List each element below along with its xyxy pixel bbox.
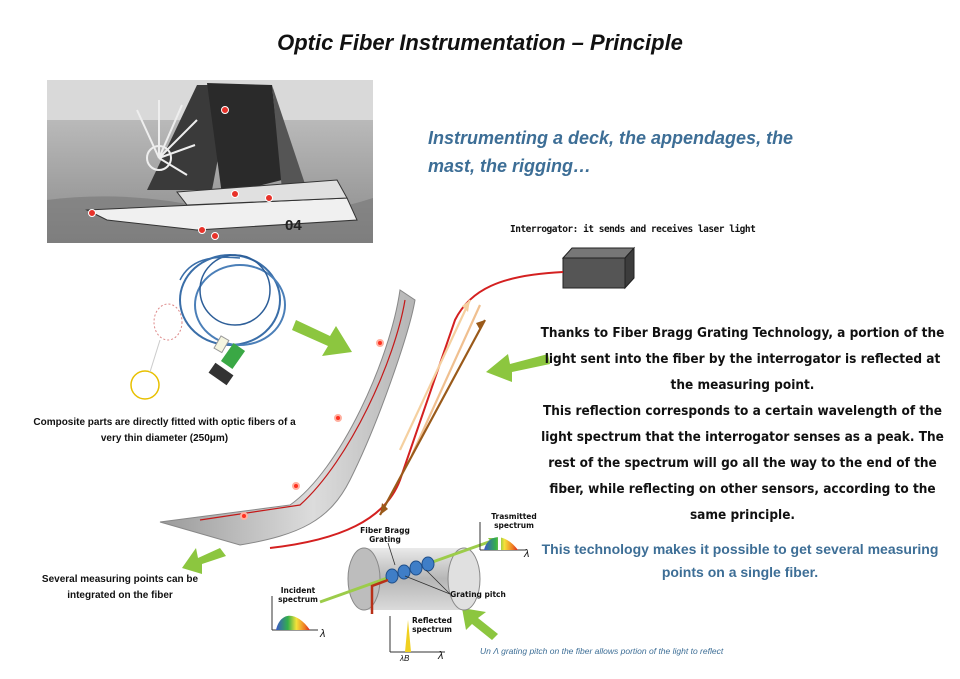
composite-part: [159, 289, 416, 546]
green-arrows: [182, 320, 550, 640]
interrogator-label: Interrogator: it sends and receives lase…: [510, 224, 756, 235]
composite-caption: Composite parts are directly fitted with…: [33, 417, 296, 444]
lambda-b-label: λB: [400, 654, 410, 663]
interrogator-box: [561, 246, 636, 290]
incident-spectrum-label: Incident spectrum: [278, 586, 318, 604]
explanation-paragraph-2: This reflection corresponds to a certain…: [541, 403, 944, 523]
lambda-label: λ: [320, 628, 326, 640]
fiber-coil: [130, 254, 286, 400]
fbg-illustration: [271, 522, 526, 653]
reflected-spectrum-label: Reflected spectrum: [412, 616, 452, 634]
page-title: Optic Fiber Instrumentation – Principle: [277, 30, 683, 55]
sail-number: 04: [285, 217, 302, 234]
technology-statement: This technology makes it possible to get…: [541, 541, 939, 580]
grating-footnote: Un Λ grating pitch on the fiber allows p…: [480, 646, 724, 656]
measuring-points-caption: Several measuring points can be integrat…: [41, 574, 199, 601]
boat-photo: 04: [47, 80, 373, 243]
lambda-transmitted-label: λ: [524, 548, 530, 560]
lambda-reflected-label: λ: [438, 650, 444, 662]
transmitted-spectrum-label: Trasmitted spectrum: [491, 512, 537, 530]
explanation-paragraph-1: Thanks to Fiber Bragg Grating Technology…: [540, 325, 945, 393]
main-explanation: Thanks to Fiber Bragg Grating Technology…: [540, 320, 945, 528]
grating-pitch-label: Grating pitch: [450, 590, 506, 599]
light-arrows: [379, 299, 486, 516]
fbg-label: Fiber Bragg Grating: [360, 526, 410, 544]
section-subtitle: Instrumenting a deck, the appendages, th…: [428, 128, 794, 176]
